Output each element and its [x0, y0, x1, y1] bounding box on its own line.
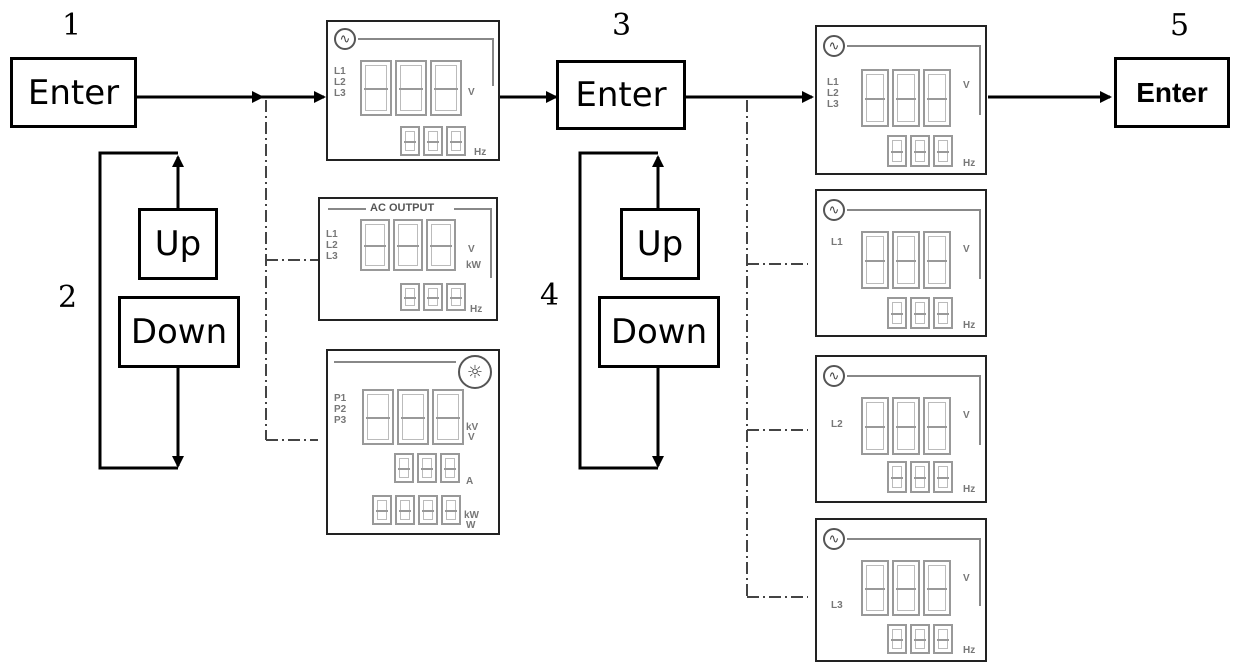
voltage-digits	[861, 397, 951, 455]
unit-volt: V	[468, 432, 475, 443]
line-labels: L1 L2 L3	[827, 77, 839, 110]
panel-frame-line	[334, 361, 456, 363]
voltage-digits	[360, 219, 456, 271]
panel-frame-line	[490, 208, 492, 278]
frequency-digits	[887, 297, 953, 329]
up-button-label: Up	[636, 224, 684, 264]
sine-wave-icon: ∿	[823, 528, 845, 550]
line-labels: L3	[831, 600, 843, 611]
step-number-2: 2	[58, 280, 78, 315]
pv-sun-icon: ☼	[458, 355, 492, 389]
unit-hertz: Hz	[963, 645, 976, 656]
down-button-label: Down	[130, 312, 228, 352]
up-button-label: Up	[154, 224, 202, 264]
unit-hertz: Hz	[963, 158, 976, 169]
panel-frame-line	[979, 45, 981, 115]
pv-labels: P1 P2 P3	[334, 393, 347, 426]
panel-frame-line	[328, 208, 366, 210]
unit-volt: V	[468, 87, 475, 98]
lcd-panel-voltage-l1: ∿ L1 V Hz	[815, 189, 987, 337]
lcd-panel-voltage-3phase: ∿ L1 L2 L3 V Hz	[815, 25, 987, 175]
panel-frame-line	[454, 208, 492, 210]
lcd-panel-voltage-3phase: ∿ L1 L2 L3 V Hz	[326, 20, 500, 161]
panel-frame-line	[979, 538, 981, 606]
loop-left-1	[98, 151, 178, 470]
panel-frame-line	[847, 209, 981, 211]
panel-frame-line	[358, 38, 494, 40]
unit-ampere: A	[466, 476, 474, 487]
unit-volt: V	[963, 80, 970, 91]
sine-wave-icon: ∿	[823, 35, 845, 57]
voltage-digits	[861, 231, 951, 289]
panel-frame-line	[847, 375, 981, 377]
unit-hertz: Hz	[470, 304, 483, 315]
frequency-digits	[400, 126, 466, 156]
step-number-4: 4	[540, 278, 560, 313]
frequency-digits	[887, 624, 953, 654]
enter-button-step3[interactable]: Enter	[556, 60, 686, 130]
unit-kilowatt: kW	[466, 260, 481, 271]
frequency-digits	[887, 135, 953, 167]
line-labels: L1 L2 L3	[326, 229, 338, 262]
panel-frame-line	[847, 538, 981, 540]
down-button-label: Down	[610, 312, 708, 352]
unit-watt: W	[466, 520, 476, 531]
voltage-digits	[861, 560, 951, 616]
sine-wave-icon: ∿	[823, 365, 845, 387]
panel-frame-line	[979, 209, 981, 279]
step-number-5: 5	[1170, 8, 1190, 43]
down-button-step4[interactable]: Down	[598, 296, 720, 368]
enter-button-label: Enter	[575, 75, 667, 115]
up-button-step2[interactable]: Up	[138, 208, 218, 280]
panel-frame-line	[847, 45, 981, 47]
frequency-digits	[400, 283, 466, 311]
unit-volt: V	[468, 244, 475, 255]
sine-wave-icon: ∿	[334, 28, 356, 50]
down-button-step2[interactable]: Down	[118, 296, 240, 368]
line-labels: L1	[831, 237, 843, 248]
enter-button-step1[interactable]: Enter	[10, 57, 137, 128]
loop-left-4	[578, 151, 658, 470]
line-labels: L1 L2 L3	[334, 66, 346, 99]
enter-button-label: Enter	[1136, 76, 1208, 108]
panel-frame-line	[492, 38, 494, 86]
lcd-panel-pv-input: ☼ P1 P2 P3 kV V A kW W	[326, 349, 500, 535]
unit-kilowatt: kW	[464, 510, 479, 521]
step-number-3: 3	[612, 8, 632, 43]
pv-voltage-digits	[362, 389, 464, 445]
lcd-panel-voltage-l2: ∿ L2 V Hz	[815, 355, 987, 503]
voltage-digits	[360, 60, 462, 116]
lcd-panel-voltage-l3: ∿ L3 V Hz	[815, 518, 987, 662]
line-labels: L2	[831, 419, 843, 430]
panel-frame-line	[979, 375, 981, 445]
step-number-1: 1	[62, 8, 82, 43]
unit-kilovolt: kV	[466, 422, 479, 433]
unit-hertz: Hz	[474, 147, 487, 158]
unit-hertz: Hz	[963, 320, 976, 331]
pv-current-digits	[394, 453, 460, 483]
unit-volt: V	[963, 244, 970, 255]
enter-button-label: Enter	[27, 72, 120, 113]
unit-hertz: Hz	[963, 484, 976, 495]
up-button-step4[interactable]: Up	[620, 208, 700, 280]
voltage-digits	[861, 69, 951, 127]
panel-title: AC OUTPUT	[370, 202, 435, 214]
sine-wave-icon: ∿	[823, 199, 845, 221]
pv-power-digits	[372, 495, 461, 525]
unit-volt: V	[963, 573, 970, 584]
lcd-panel-ac-output: AC OUTPUT L1 L2 L3 V kW Hz	[318, 197, 498, 321]
unit-volt: V	[963, 410, 970, 421]
frequency-digits	[887, 461, 953, 493]
enter-button-step5[interactable]: Enter	[1114, 57, 1230, 128]
